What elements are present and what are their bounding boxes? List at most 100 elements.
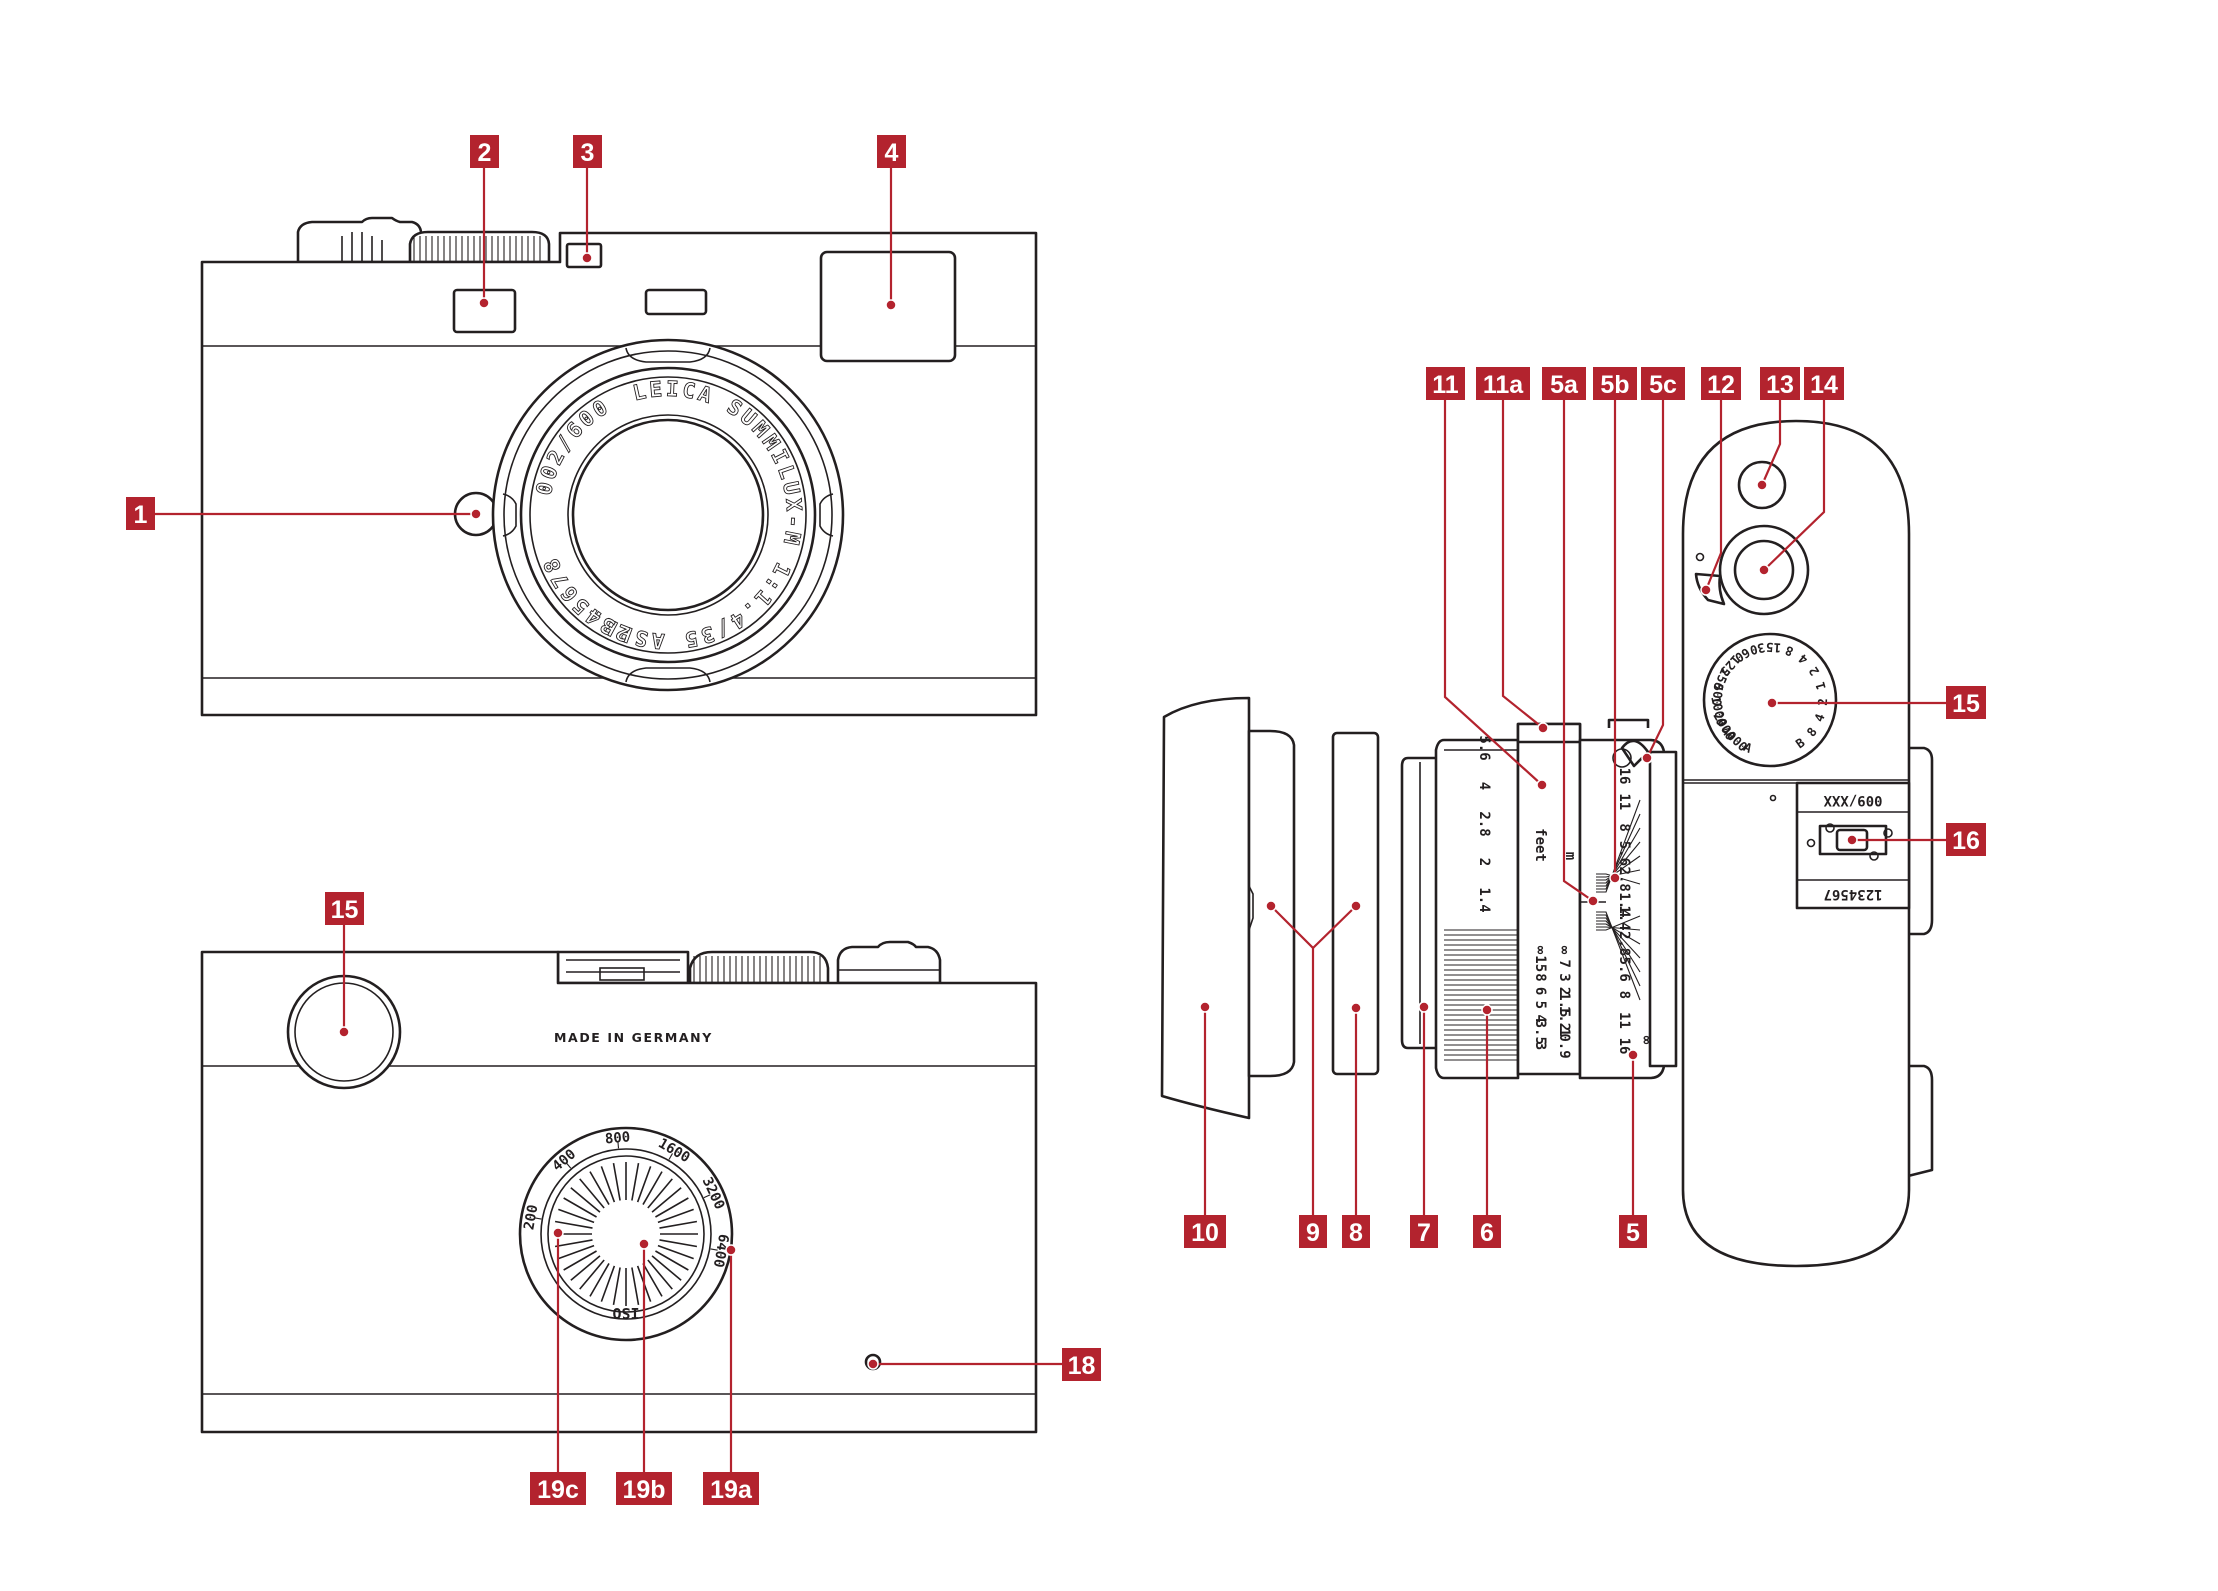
callout-2: 2 xyxy=(470,135,499,168)
focus-scale-m: 7 xyxy=(1556,959,1572,967)
svg-text:5c: 5c xyxy=(1649,371,1677,399)
svg-text:6: 6 xyxy=(1480,1219,1494,1247)
svg-text:19c: 19c xyxy=(537,1476,579,1504)
dof-scale-bottom: 11 xyxy=(1616,1012,1632,1029)
serial-engraving-body: 1234567 xyxy=(1823,886,1882,902)
edition-engraving-top: 009/XXX xyxy=(1823,792,1883,808)
dof-scale-bottom: 8 xyxy=(1616,991,1632,999)
callout-10: 10 xyxy=(1184,1215,1226,1248)
dof-scale-bottom: 5.6 xyxy=(1616,957,1632,982)
iso-label: ISO xyxy=(612,1304,639,1322)
svg-text:19b: 19b xyxy=(622,1476,665,1504)
callout-18: 18 xyxy=(1062,1348,1101,1381)
focus-scale-m-label: m xyxy=(1562,852,1578,860)
callout-15-back: 15 xyxy=(325,892,364,925)
front-view: LEICA SUMMILUX-M 1:1.4/35 ASPH. 002/600 … xyxy=(200,216,1038,717)
callout-12: 12 xyxy=(1701,367,1741,400)
callout-boxes: 1 2 3 4 15 18 19c 19b 19a 11 11a 5a 5b 5… xyxy=(126,135,1986,1505)
aperture-ring-value: 2.8 xyxy=(1476,811,1492,836)
focus-scale-m: 1.5 xyxy=(1556,992,1572,1017)
focus-scale-m: 1 xyxy=(1556,1028,1572,1036)
focus-scale-feet: 5 xyxy=(1532,1001,1548,1009)
focus-scale-m: 3 xyxy=(1556,973,1572,981)
svg-text:8: 8 xyxy=(1349,1219,1363,1247)
shutter-speed-value: 1 xyxy=(1812,680,1828,691)
iso-value: 6400 xyxy=(710,1233,732,1269)
dof-scale-bottom: 1.4 xyxy=(1616,905,1632,930)
svg-text:5a: 5a xyxy=(1550,371,1579,399)
focus-scale-m: 1.2 xyxy=(1556,1006,1572,1031)
callout-11: 11 xyxy=(1426,367,1465,400)
callout-5b: 5b xyxy=(1593,367,1637,400)
focus-scale-feet: ∞ xyxy=(1532,946,1548,955)
iso-dial xyxy=(518,1126,734,1342)
callout-19b: 19b xyxy=(616,1472,672,1505)
callout-5a: 5a xyxy=(1542,367,1586,400)
aperture-ring-value: 1.4 xyxy=(1476,887,1492,912)
callout-19c: 19c xyxy=(530,1472,586,1505)
shutter-speed-value: 30 xyxy=(1748,640,1766,658)
dof-scale-top: 8 xyxy=(1616,823,1632,831)
focus-scale-feet-label: feet xyxy=(1532,828,1548,862)
svg-text:19a: 19a xyxy=(710,1476,753,1504)
svg-text:11: 11 xyxy=(1432,371,1459,399)
svg-text:1: 1 xyxy=(134,501,148,529)
focus-scale-feet: 15 xyxy=(1532,955,1548,972)
callout-16: 16 xyxy=(1946,823,1986,856)
dof-scale-top: 1.4 xyxy=(1616,892,1632,917)
dof-scale-top: 16 xyxy=(1616,768,1632,785)
callout-9: 9 xyxy=(1299,1215,1327,1248)
svg-text:14: 14 xyxy=(1810,371,1838,399)
callout-leaders xyxy=(155,168,1946,1472)
aperture-ring-value: 2 xyxy=(1476,858,1492,866)
shutter-speed-value: 500 xyxy=(1709,683,1726,707)
focus-infinity-mark: ∞ xyxy=(1638,1036,1654,1045)
callout-4: 4 xyxy=(877,135,906,168)
focus-scale-feet: 4 xyxy=(1532,1014,1548,1022)
shutter-speed-value: 2 xyxy=(1815,698,1830,706)
callout-7: 7 xyxy=(1410,1215,1438,1248)
aperture-ring-value: 4 xyxy=(1476,782,1492,790)
callout-8: 8 xyxy=(1342,1215,1370,1248)
dof-scale-bottom: 2.8 xyxy=(1616,931,1632,956)
focus-scale-feet: 3 xyxy=(1532,1042,1548,1050)
callout-1: 1 xyxy=(126,497,155,530)
focus-scale-feet: 3.5 xyxy=(1532,1020,1548,1045)
iso-value: 800 xyxy=(604,1129,631,1147)
callout-11a: 11a xyxy=(1476,367,1530,400)
lens-hood xyxy=(1160,696,1251,1120)
svg-text:12: 12 xyxy=(1707,371,1735,399)
svg-text:7: 7 xyxy=(1417,1219,1431,1247)
callout-5: 5 xyxy=(1619,1215,1647,1248)
focus-scale-m: ∞ xyxy=(1556,946,1572,955)
shutter-speed-value: 1000 xyxy=(1708,695,1729,728)
svg-text:5b: 5b xyxy=(1600,371,1629,399)
svg-text:15: 15 xyxy=(1952,690,1980,718)
dof-scale-top: 11 xyxy=(1616,793,1632,810)
svg-text:11a: 11a xyxy=(1483,371,1524,399)
dof-scale-top: 5.6 xyxy=(1616,841,1632,866)
dof-scale-bottom: 16 xyxy=(1616,1038,1632,1055)
svg-text:13: 13 xyxy=(1766,371,1794,399)
lens-side-view: 1.422.845.6∞1586543.53∞7321.51.210.9feet… xyxy=(1160,696,1678,1120)
aperture-ring-value: 5.6 xyxy=(1476,735,1492,760)
callout-5c: 5c xyxy=(1641,367,1685,400)
svg-text:3: 3 xyxy=(581,139,595,167)
callout-3: 3 xyxy=(573,135,602,168)
iso-value: 200 xyxy=(521,1203,541,1231)
callout-15-top: 15 xyxy=(1946,686,1986,719)
made-in-germany-engraving: MADE IN GERMANY xyxy=(554,1030,713,1045)
focus-index-notch xyxy=(1620,739,1650,768)
callout-13: 13 xyxy=(1760,367,1800,400)
dof-scale-top: 2.8 xyxy=(1616,867,1632,892)
svg-text:2: 2 xyxy=(478,139,492,167)
focus-scale-m: 0.9 xyxy=(1556,1033,1572,1058)
svg-text:9: 9 xyxy=(1306,1219,1320,1247)
focus-scale-feet: 6 xyxy=(1532,987,1548,995)
shutter-speed-value: 15 xyxy=(1765,640,1781,656)
callout-19a: 19a xyxy=(703,1472,759,1505)
shutter-speed-value: 60 xyxy=(1732,645,1753,666)
svg-text:10: 10 xyxy=(1191,1219,1219,1247)
